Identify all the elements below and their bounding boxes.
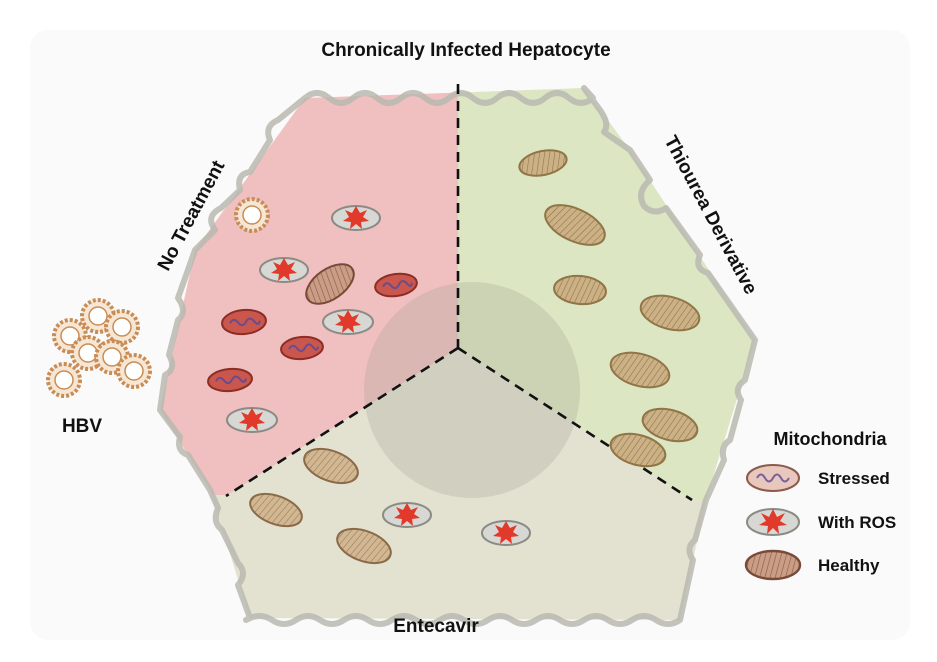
legend-healthy-icon <box>744 549 802 581</box>
healthy-mitochondrion <box>609 432 667 468</box>
stressed-mitochondrion <box>221 308 267 336</box>
region-entecavir <box>160 348 755 620</box>
healthy-mitochondrion <box>544 204 606 246</box>
legend-with-ros-label: With ROS <box>818 513 896 532</box>
legend-title: Mitochondria <box>774 429 888 449</box>
cell-membrane <box>157 85 758 627</box>
nucleus <box>364 282 580 498</box>
healthy-mitochondrion <box>249 492 303 528</box>
hbv-particle <box>104 309 140 345</box>
hbv-particle <box>116 353 152 389</box>
ros-mitochondrion <box>382 502 432 528</box>
divider-right <box>457 346 693 502</box>
healthy-mitochondrion <box>641 407 699 443</box>
hbv-particle <box>46 362 82 398</box>
no-treatment-mitochondria <box>207 197 418 433</box>
legend-stressed-icon <box>746 464 800 492</box>
ros-mitochondrion <box>481 520 531 546</box>
hbv-cluster <box>46 298 152 398</box>
figure-title: Chronically Infected Hepatocyte <box>321 40 610 61</box>
healthy-mitochondrion <box>303 447 359 485</box>
legend-healthy-label: Healthy <box>818 556 880 575</box>
stressed-mitochondrion <box>280 335 324 361</box>
healthy-mitochondrion <box>609 351 671 389</box>
label-hbv: HBV <box>62 416 102 437</box>
divider-left <box>225 346 459 498</box>
ros-mitochondrion <box>331 205 381 231</box>
healthy-mitochondrion <box>336 527 392 565</box>
legend: Mitochondria Stressed With ROS Healthy <box>744 429 896 581</box>
healthy-mitochondrion <box>639 294 701 332</box>
ros-mitochondrion <box>259 257 309 283</box>
legend-ros-icon <box>746 508 800 536</box>
entecavir-mitochondria <box>249 447 531 565</box>
stressed-mitochondrion <box>207 367 253 393</box>
healthy-mitochondrion <box>553 274 607 306</box>
ros-mitochondrion <box>226 407 278 433</box>
healthy-mitochondrion <box>518 149 568 177</box>
budding-hbv-particle <box>234 197 270 233</box>
thiourea-mitochondria <box>518 149 701 468</box>
legend-stressed-label: Stressed <box>818 469 890 488</box>
ros-mitochondrion <box>322 309 374 335</box>
label-entecavir: Entecavir <box>393 616 479 637</box>
healthy-mitochondrion <box>305 263 355 305</box>
stressed-mitochondrion <box>374 272 418 298</box>
